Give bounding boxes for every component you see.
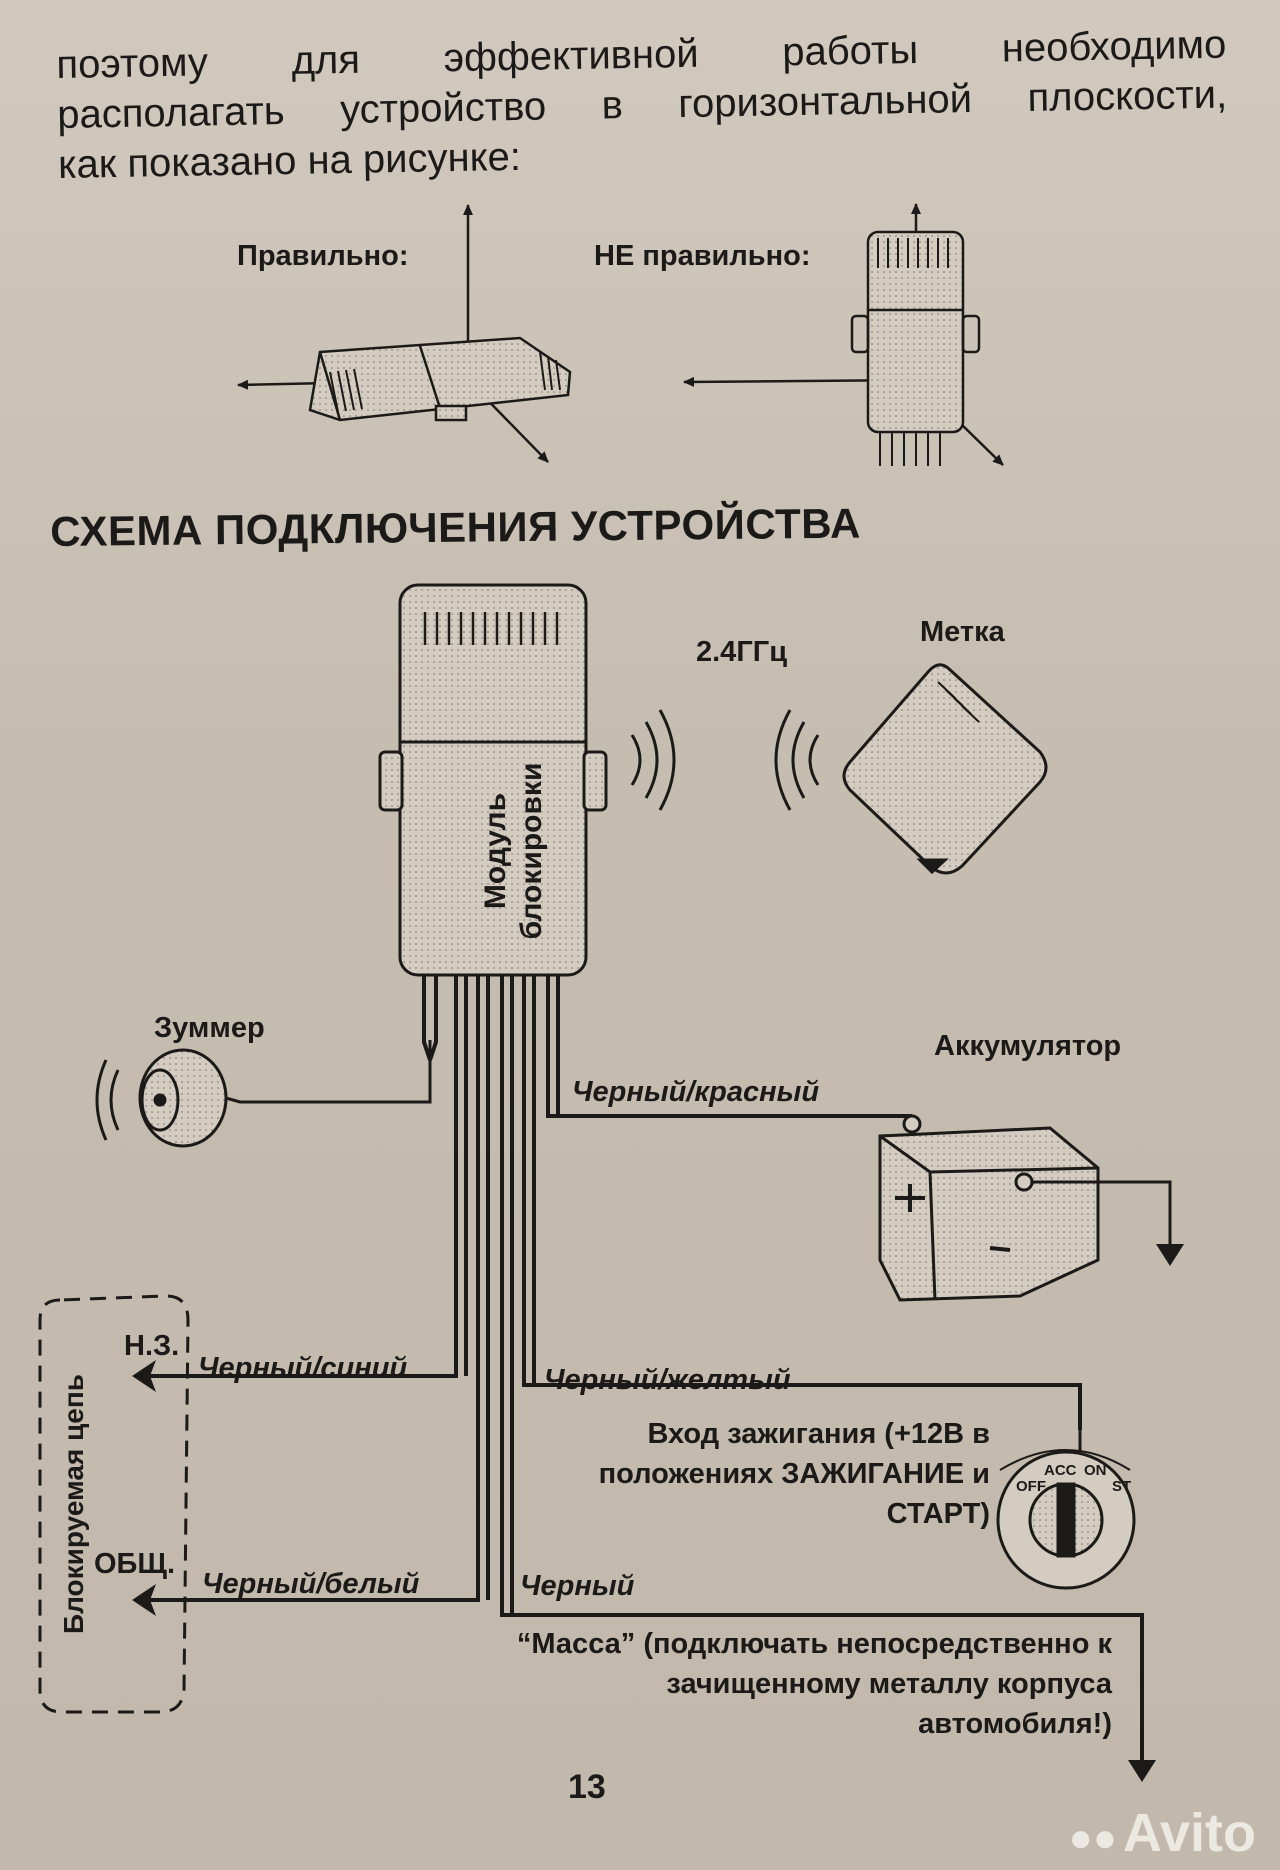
tag-label: Метка	[920, 616, 1005, 648]
battery-label: Аккумулятор	[934, 1030, 1122, 1062]
avito-logo-icon: ●●	[1068, 1816, 1117, 1860]
nc-contact-label: Н.З.	[124, 1330, 180, 1362]
wire-black-yellow-label: Черный/желтый	[544, 1364, 791, 1396]
ignition-input-note: Вход зажигания (+12В в положениях ЗАЖИГА…	[598, 1418, 990, 1530]
module-label-line-1: Модуль	[479, 792, 512, 910]
tag-keyfob	[842, 663, 1048, 875]
common-contact-label: ОБЩ.	[94, 1548, 176, 1580]
incorrect-orientation-figure	[683, 203, 1004, 466]
wire-black-label: Черный	[520, 1570, 635, 1602]
ignition-position-off: OFF	[1016, 1478, 1046, 1495]
arrow-heads	[132, 1244, 1184, 1782]
ignition-switch	[996, 1430, 1136, 1590]
correct-orientation-label: Правильно:	[237, 240, 409, 272]
ground-note: “Масса” (подключать непосредственно к за…	[516, 1628, 1112, 1740]
frequency-label: 2.4ГГц	[696, 636, 788, 668]
ignition-position-st: ST	[1112, 1478, 1132, 1495]
module-wires	[150, 975, 1144, 1760]
ignition-position-on: ON	[1084, 1462, 1107, 1479]
wire-black-blue-label: Черный/синий	[198, 1352, 408, 1384]
blocking-module	[378, 583, 608, 977]
incorrect-orientation-label: НЕ правильно:	[594, 240, 811, 272]
watermark-text: Avito	[1123, 1803, 1256, 1863]
locked-circuit-label: Блокируемая цепь	[58, 1374, 89, 1634]
rf-signal-waves	[630, 709, 820, 811]
scheme-title: СХЕМА ПОДКЛЮЧЕНИЯ УСТРОЙСТВА	[50, 499, 862, 555]
avito-watermark: ●●Avito	[1069, 1802, 1256, 1864]
buzzer-label: Зуммер	[154, 1012, 265, 1044]
buzzer	[95, 1040, 432, 1148]
module-label-line-2: блокировки	[515, 762, 548, 940]
correct-orientation-figure	[237, 204, 572, 463]
wire-black-white-label: Черный/белый	[202, 1568, 420, 1600]
battery	[878, 1114, 1172, 1302]
ignition-position-acc: ACC	[1044, 1462, 1077, 1479]
locked-circuit-box	[38, 1294, 190, 1714]
page-number: 13	[568, 1768, 606, 1806]
wire-black-red-label: Черный/красный	[572, 1076, 820, 1108]
